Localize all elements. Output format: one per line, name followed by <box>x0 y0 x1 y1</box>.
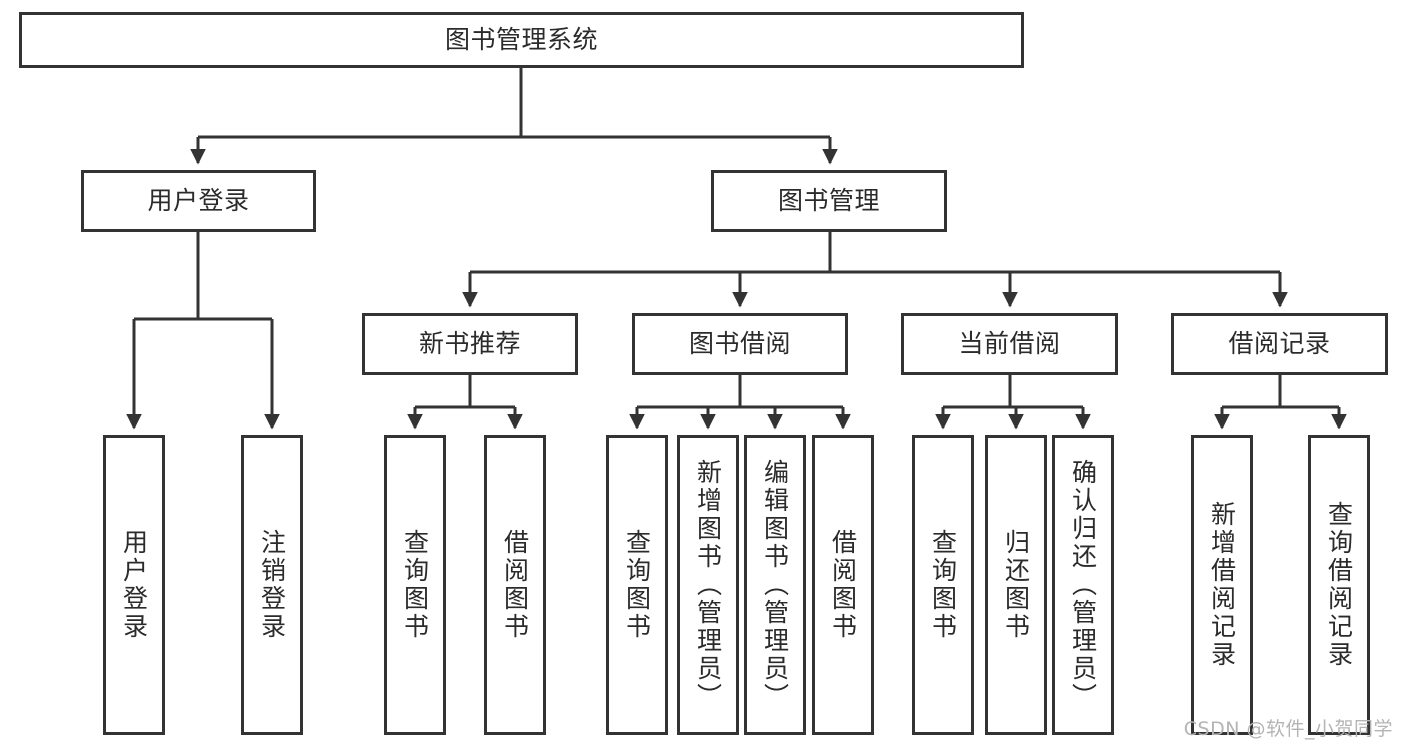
node-label: 图书管理 <box>777 186 880 216</box>
node-label: 图书管理系统 <box>444 25 598 55</box>
node-leaf-1[interactable]: 注销登录 <box>241 435 303 735</box>
node-label: 新增图书（管理员） <box>693 459 723 711</box>
node-label: 注销登录 <box>257 529 287 641</box>
node-label: 查询借阅记录 <box>1324 501 1354 669</box>
node-label: 借阅图书 <box>828 529 858 641</box>
node-leaf-0[interactable]: 用户登录 <box>103 435 165 735</box>
node-leaf-10[interactable]: 确认归还（管理员） <box>1052 435 1114 735</box>
node-leaf-9[interactable]: 归还图书 <box>985 435 1047 735</box>
node-root-图书管理系统[interactable]: 图书管理系统 <box>19 12 1024 68</box>
node-label: 新书推荐 <box>418 329 521 359</box>
node-label: 新增借阅记录 <box>1207 501 1237 669</box>
node-leaf-11[interactable]: 新增借阅记录 <box>1191 435 1253 735</box>
node-label: 借阅图书 <box>500 529 530 641</box>
node-label: 查询图书 <box>400 529 430 641</box>
node-leaf-4[interactable]: 查询图书 <box>606 435 668 735</box>
node-label: 查询图书 <box>928 529 958 641</box>
node-label: 用户登录 <box>147 186 250 216</box>
node-label: 编辑图书（管理员） <box>760 459 790 711</box>
node-level3-0[interactable]: 新书推荐 <box>362 313 578 375</box>
node-label: 归还图书 <box>1001 529 1031 641</box>
node-leaf-8[interactable]: 查询图书 <box>912 435 974 735</box>
node-level3-1[interactable]: 图书借阅 <box>632 313 848 375</box>
node-level3-3[interactable]: 借阅记录 <box>1171 313 1388 375</box>
node-leaf-12[interactable]: 查询借阅记录 <box>1308 435 1370 735</box>
node-leaf-3[interactable]: 借阅图书 <box>484 435 546 735</box>
node-leaf-6[interactable]: 编辑图书（管理员） <box>744 435 806 735</box>
node-label: 图书借阅 <box>688 329 791 359</box>
node-level2-0[interactable]: 用户登录 <box>81 170 316 232</box>
watermark-text: CSDN @软件_小贺同学 <box>1183 718 1393 740</box>
node-label: 用户登录 <box>119 529 149 641</box>
node-label: 当前借阅 <box>958 329 1061 359</box>
node-leaf-2[interactable]: 查询图书 <box>384 435 446 735</box>
node-level3-2[interactable]: 当前借阅 <box>901 313 1118 375</box>
node-label: 确认归还（管理员） <box>1068 459 1098 711</box>
node-label: 查询图书 <box>622 529 652 641</box>
node-leaf-7[interactable]: 借阅图书 <box>812 435 874 735</box>
node-level2-1[interactable]: 图书管理 <box>711 170 947 232</box>
node-leaf-5[interactable]: 新增图书（管理员） <box>677 435 739 735</box>
node-label: 借阅记录 <box>1228 329 1331 359</box>
